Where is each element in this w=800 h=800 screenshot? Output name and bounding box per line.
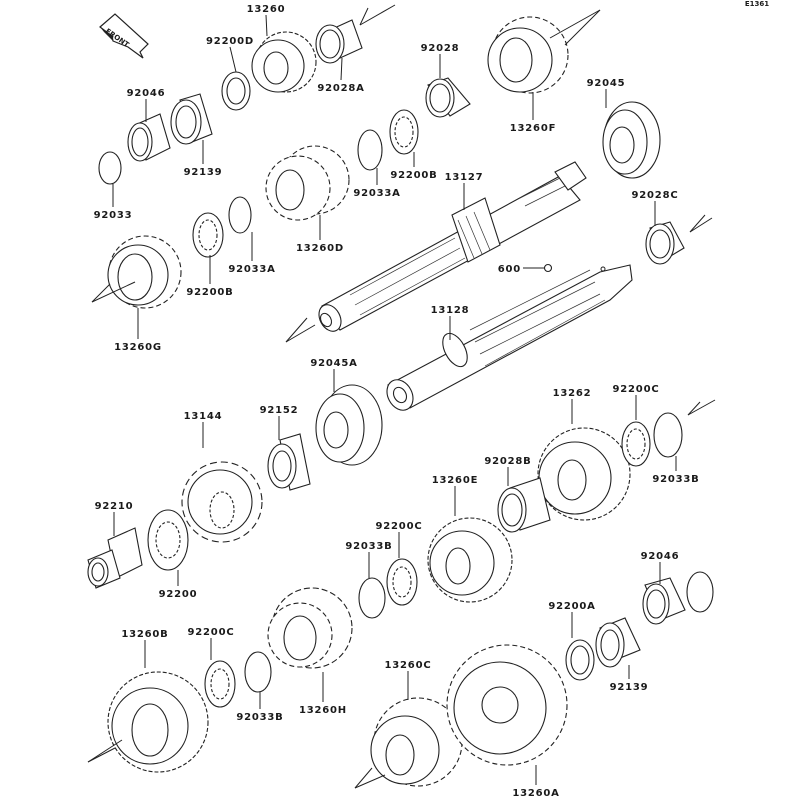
part-label-13127[interactable]: 13127 [445,172,484,183]
part-label-92200D[interactable]: 92200D [206,36,254,47]
part-label-13260C[interactable]: 13260C [385,660,432,671]
gear-13260D[interactable] [265,145,350,221]
gear-13260A[interactable] [446,644,568,766]
gear-13260C[interactable] [370,697,463,787]
part-label-13260A[interactable]: 13260A [512,788,559,799]
part-label-92200C-mid[interactable]: 92200C [376,521,423,532]
nut-92210[interactable] [87,527,143,589]
washer-92200C-mid[interactable] [386,558,418,606]
circlip-92033-bottom[interactable] [686,571,714,613]
bushing-92028[interactable] [425,77,471,118]
part-label-92200[interactable]: 92200 [159,589,198,600]
gear-13260G[interactable] [107,235,182,309]
part-label-92046-bottom[interactable]: 92046 [641,551,680,562]
part-label-92033B-mid[interactable]: 92033B [345,541,392,552]
part-label-92200A[interactable]: 92200A [548,601,595,612]
gear-13260E[interactable] [427,517,513,603]
collar-92152[interactable] [267,433,311,491]
washer-92200A[interactable] [565,639,595,681]
sprocket-13144[interactable] [181,461,263,543]
part-label-13260D[interactable]: 13260D [296,243,344,254]
part-label-92045[interactable]: 92045 [587,78,626,89]
part-label-92139-bottom[interactable]: 92139 [610,682,649,693]
assembly-arrows [87,4,716,789]
gear-13262[interactable] [537,427,631,521]
bushing-92028C[interactable] [645,221,685,265]
ball-bearing-92045[interactable] [602,101,661,179]
part-label-92200C-left[interactable]: 92200C [188,627,235,638]
part-label-92152[interactable]: 92152 [260,405,299,416]
gear-13260B[interactable] [107,671,209,773]
washer-92200B-top[interactable] [389,109,419,155]
part-label-92200B-mid[interactable]: 92200B [186,287,233,298]
circlip-92033B-right[interactable] [653,412,683,458]
ball-600[interactable] [543,263,553,273]
part-label-92028A[interactable]: 92028A [317,83,364,94]
circlip-92033-top[interactable] [98,151,122,185]
circlip-92033B-mid[interactable] [358,577,386,619]
circlip-92033B-left[interactable] [244,651,272,693]
leader-line-92028A [340,57,343,81]
part-label-92200B-top[interactable]: 92200B [390,170,437,181]
washer-92200[interactable] [147,509,189,571]
part-label-13144[interactable]: 13144 [184,411,223,422]
bushing-92139-top[interactable] [170,93,213,145]
part-label-92033A-mid[interactable]: 92033A [228,264,275,275]
washer-92200C-left[interactable] [204,660,236,708]
part-label-92033B-left[interactable]: 92033B [236,712,283,723]
part-label-13260[interactable]: 13260 [247,4,286,15]
part-label-13260B[interactable]: 13260B [121,629,168,640]
part-label-13260F[interactable]: 13260F [510,123,556,134]
washer-92200B-mid[interactable] [192,212,224,258]
gear-13260F[interactable] [487,16,569,94]
leader-line-92200D [229,46,237,73]
circlip-92033A-mid[interactable] [228,196,252,234]
part-label-92028C[interactable]: 92028C [632,190,679,201]
part-label-13260H[interactable]: 13260H [299,705,347,716]
part-label-92033B-right[interactable]: 92033B [652,474,699,485]
diagram-code: E1361 [745,0,769,8]
part-label-92045A[interactable]: 92045A [310,358,357,369]
bushing-92139-bottom[interactable] [595,617,641,668]
needle-bearing-92046-bottom[interactable] [642,577,686,625]
part-label-92033-top[interactable]: 92033 [94,210,133,221]
part-label-600[interactable]: 600 [498,264,521,275]
leader-line-13260 [265,14,268,37]
part-label-13260E[interactable]: 13260E [432,475,478,486]
part-label-92046-top[interactable]: 92046 [127,88,166,99]
part-label-92028[interactable]: 92028 [421,43,460,54]
part-label-13262[interactable]: 13262 [553,388,592,399]
needle-bearing-92046-top[interactable] [127,113,171,162]
part-label-13260G[interactable]: 13260G [114,342,162,353]
shaft-13127[interactable] [315,161,587,335]
needle-bearing-92028B[interactable] [497,477,551,533]
ball-bearing-92045A[interactable] [315,384,383,466]
part-label-92210[interactable]: 92210 [95,501,134,512]
needle-bearing-92028A[interactable] [315,19,363,64]
front-arrow-icon: FRONT [99,13,149,59]
part-label-92139-top[interactable]: 92139 [184,167,223,178]
part-label-92033A-top[interactable]: 92033A [353,188,400,199]
gear-13260H[interactable] [267,587,353,669]
washer-92200D[interactable] [221,71,251,111]
part-label-92028B[interactable]: 92028B [484,456,531,467]
gear-13260[interactable] [251,31,317,93]
shaft-13128[interactable] [382,264,633,415]
circlip-92033A-top[interactable] [357,129,383,171]
washer-92200C-right[interactable] [621,421,651,467]
part-label-92200C-right[interactable]: 92200C [613,384,660,395]
part-label-13128[interactable]: 13128 [431,305,470,316]
